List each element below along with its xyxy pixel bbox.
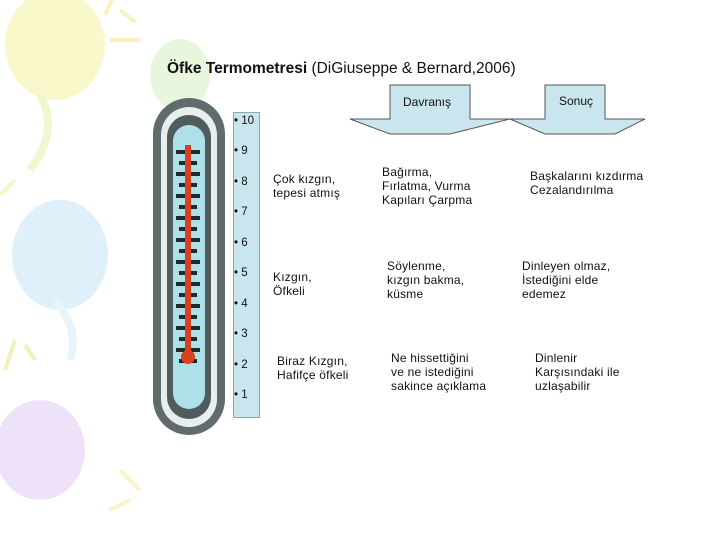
feeling-level-mid: Kızgın, Öfkeli: [273, 270, 312, 298]
thermometer-tick: [176, 172, 185, 176]
thermometer-tick: [191, 315, 197, 319]
thermometer-tick: [191, 337, 197, 341]
scale-item: • 2: [234, 359, 248, 371]
thermometer-tick: [191, 282, 200, 286]
thermometer-tick: [176, 326, 185, 330]
thermometer-tick: [191, 194, 200, 198]
behavior-arrow-icon: [349, 84, 511, 135]
thermometer-tick: [176, 194, 185, 198]
result-level-low: Dinlenir Karşısındaki ile uzlaşabilir: [535, 351, 620, 393]
header-result: Sonuç: [559, 94, 594, 108]
thermometer-tick: [191, 249, 197, 253]
thermometer-tick: [191, 183, 197, 187]
thermometer-tick: [191, 238, 200, 242]
thermometer-tick: [176, 304, 185, 308]
thermometer-tick: [179, 271, 185, 275]
page-title: Öfke Termometresi (DiGiuseppe & Bernard,…: [167, 60, 516, 77]
balloon-purple-icon: [0, 400, 85, 500]
result-level-high: Başkalarını kızdırma Cezalandırılma: [530, 169, 644, 197]
thermometer-tick: [179, 359, 185, 363]
header-behavior: Davranış: [403, 95, 452, 109]
feeling-level-low: Biraz Kızgın, Hafifçe öfkeli: [277, 354, 349, 382]
thermometer-tick: [191, 161, 197, 165]
scale-item: • 1: [234, 389, 248, 401]
thermometer-tick: [191, 293, 197, 297]
balloon-green-icon: [150, 39, 210, 111]
header-arrows: [349, 84, 646, 135]
thermometer-tick: [179, 315, 185, 319]
thermometer-tick: [179, 205, 185, 209]
scale-item: • 9: [234, 145, 248, 157]
thermometer-tick: [176, 238, 185, 242]
feeling-level-high: Çok kızgın, tepesi atmış: [273, 172, 341, 200]
scale-item: • 3: [234, 328, 248, 340]
thermometer-tick: [176, 150, 185, 154]
thermometer-tick: [179, 293, 185, 297]
thermometer-tick: [191, 227, 197, 231]
behavior-level-high: Bağırma, Fırlatma, Vurma Kapıları Çarpma: [382, 165, 473, 207]
scale-item: • 10: [234, 115, 255, 127]
thermometer-tick: [179, 161, 185, 165]
thermometer-tick: [176, 282, 185, 286]
behavior-level-low: Ne hissettiğini ve ne istediğini sakince…: [391, 351, 487, 393]
thermometer-tick: [191, 260, 200, 264]
scale-item: • 5: [234, 267, 248, 279]
thermometer-tick: [176, 260, 185, 264]
thermometer-tick: [191, 172, 200, 176]
thermometer-tick: [179, 249, 185, 253]
thermometer-tick: [191, 216, 200, 220]
thermometer-tick: [191, 205, 197, 209]
thermometer-icon: [153, 98, 225, 435]
balloon-blue-icon: [12, 200, 108, 310]
scale-item: • 8: [234, 176, 248, 188]
thermometer-tick: [179, 183, 185, 187]
behavior-level-mid: Söylenme, kızgın bakma, küsme: [387, 259, 465, 301]
scale-item: • 4: [234, 298, 248, 310]
thermometer-tick: [176, 348, 185, 352]
balloon-yellow-icon: [5, 0, 105, 100]
thermometer-tick: [179, 337, 185, 341]
thermometer-tick: [191, 326, 200, 330]
thermometer-tick: [191, 304, 200, 308]
result-level-mid: Dinleyen olmaz, İstediğini elde edemez: [522, 259, 611, 301]
thermometer-tick: [191, 271, 197, 275]
thermometer-tick: [176, 216, 185, 220]
thermometer-tick: [179, 227, 185, 231]
thermometer-tick: [191, 348, 200, 352]
scale-item: • 6: [234, 237, 248, 249]
result-arrow-icon: [509, 84, 646, 135]
thermometer-tick: [191, 150, 200, 154]
scale-item: • 7: [234, 206, 248, 218]
thermometer-tick: [191, 359, 197, 363]
scale-bar: • 10 • 9 • 8 • 7 • 6 • 5 • 4 • 3 • 2 • 1: [233, 112, 260, 418]
